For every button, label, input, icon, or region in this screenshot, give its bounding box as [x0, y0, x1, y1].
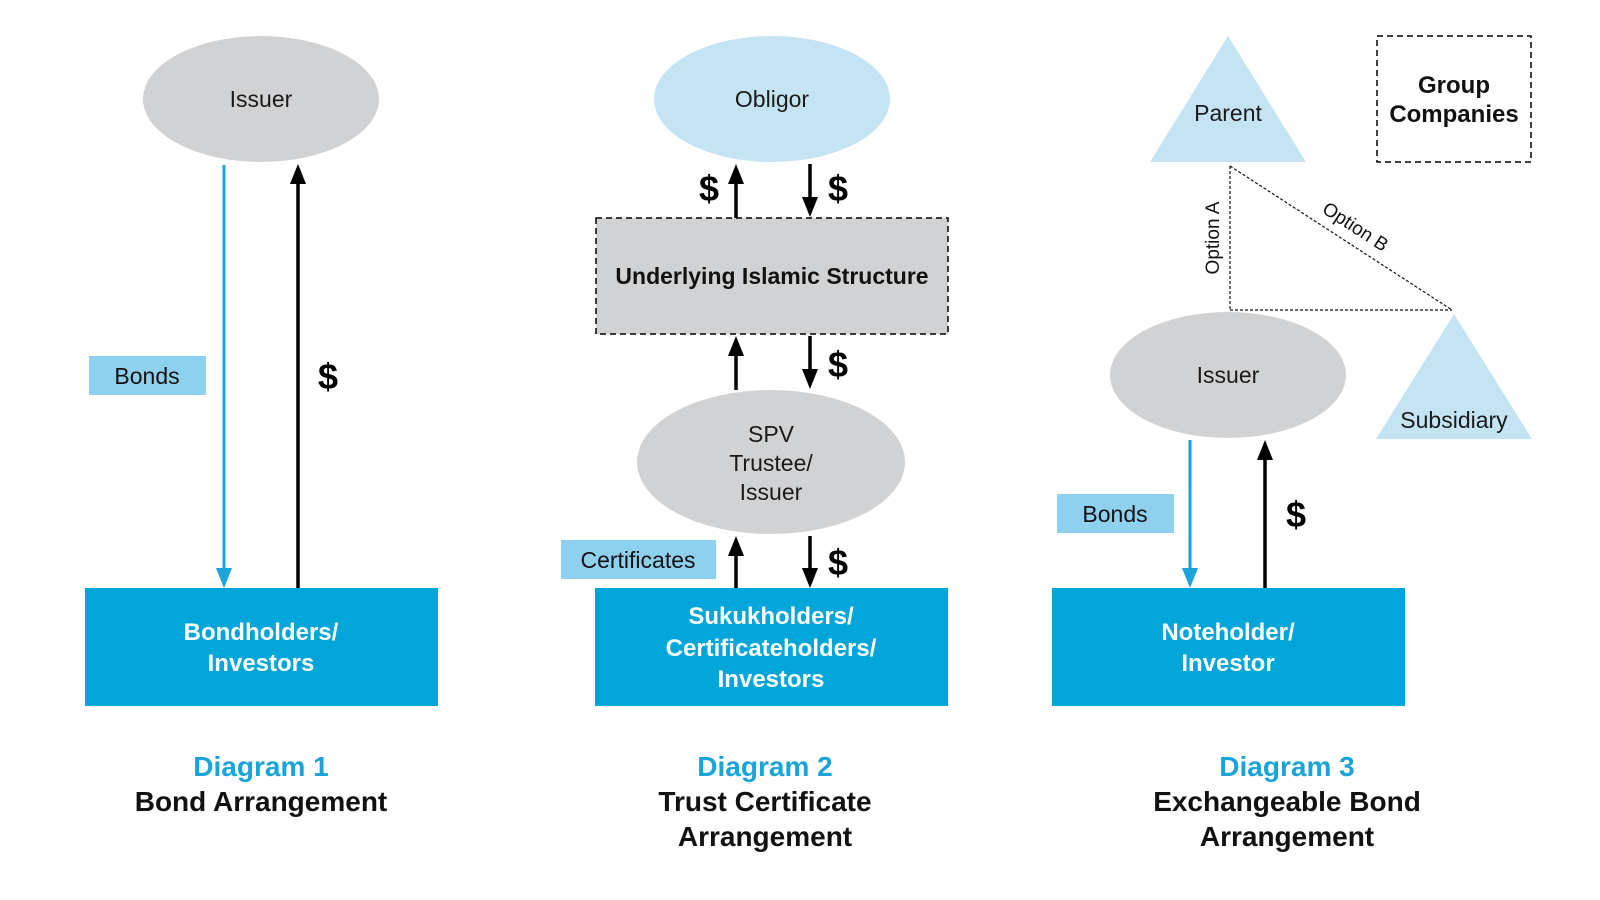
holders-to-spv-arrowhead [728, 536, 744, 556]
legend-label-line1: Group [1418, 72, 1490, 99]
certificates-tag-label: Certificates [580, 547, 695, 573]
sukukholders-box [595, 588, 948, 706]
sukukholders-label-line3: Investors [718, 666, 825, 693]
diagram-1: Issuer Bonds $ Bondholders/ Investors Di… [85, 36, 438, 817]
bondholders-label-line1: Bondholders/ [184, 619, 339, 646]
diagram-2-subtitle-line1: Trust Certificate [658, 786, 871, 817]
subsidiary-triangle [1376, 314, 1532, 439]
diagram-2-title: Diagram 2 [697, 751, 832, 782]
obligor-node [654, 36, 890, 162]
payment-arrowhead [290, 164, 306, 184]
diagram-3-subtitle-line2: Arrangement [1200, 821, 1374, 852]
spv-to-holders-arrowhead [802, 568, 818, 588]
dollar-label-3: $ [1286, 494, 1306, 535]
parent-triangle [1150, 36, 1306, 162]
diagram-1-title: Diagram 1 [193, 751, 328, 782]
spv-label-line2: Trustee/ [729, 450, 813, 476]
structure-to-spv-arrowhead [802, 369, 818, 389]
dollar-mid-label: $ [828, 344, 848, 385]
option-b-label: Option B [1318, 198, 1391, 256]
certificates-tag [561, 540, 716, 579]
payment-arrowhead-3 [1257, 440, 1273, 460]
bonds-arrowhead [216, 568, 232, 588]
subsidiary-label: Subsidiary [1400, 407, 1508, 433]
issuer-node-3 [1110, 312, 1346, 438]
diagram-3: Parent Option A Option B Issuer Subsidia… [1052, 35, 1532, 852]
issuer-label-3: Issuer [1197, 362, 1260, 388]
diagram-3-title: Diagram 3 [1219, 751, 1354, 782]
noteholder-box [1052, 588, 1405, 706]
bonds-arrowhead-3 [1182, 568, 1198, 588]
bondholders-label-line2: Investors [208, 650, 315, 677]
bonds-tag-label: Bonds [114, 363, 179, 389]
diagram-1-subtitle: Bond Arrangement [135, 786, 388, 817]
spv-label-line3: Issuer [740, 479, 803, 505]
dollar-label: $ [318, 356, 338, 397]
noteholder-label-line1: Noteholder/ [1161, 619, 1295, 646]
option-b-line [1229, 165, 1453, 311]
spv-label-line1: SPV [748, 421, 795, 447]
islamic-structure-label: Underlying Islamic Structure [615, 263, 928, 289]
option-a-label: Option A [1203, 201, 1224, 274]
issuer-label: Issuer [230, 86, 293, 112]
bonds-tag-3 [1057, 494, 1174, 533]
spv-node [637, 390, 905, 534]
dollar-down-label: $ [828, 168, 848, 209]
obligor-to-structure-arrowhead [802, 197, 818, 217]
dollar-low-label: $ [828, 542, 848, 583]
sukukholders-label-line1: Sukukholders/ [688, 603, 854, 630]
bonds-tag-label-3: Bonds [1082, 501, 1147, 527]
bondholders-box [85, 588, 438, 706]
sukukholders-label-line2: Certificateholders/ [666, 635, 877, 662]
structure-to-obligor-arrowhead [728, 164, 744, 184]
dollar-up-label: $ [699, 168, 719, 209]
parent-label: Parent [1194, 100, 1262, 126]
group-companies-legend [1376, 35, 1532, 163]
diagram-2: Obligor $ $ Underlying Islamic Structure… [561, 36, 949, 852]
obligor-label: Obligor [735, 86, 809, 112]
spv-to-structure-arrowhead [728, 336, 744, 356]
legend-label-line2: Companies [1389, 101, 1518, 128]
islamic-structure-box [595, 217, 949, 335]
diagram-2-subtitle-line2: Arrangement [678, 821, 852, 852]
issuer-node [143, 36, 379, 162]
bonds-tag [89, 356, 206, 395]
diagram-3-subtitle-line1: Exchangeable Bond [1153, 786, 1421, 817]
noteholder-label-line2: Investor [1181, 650, 1274, 677]
